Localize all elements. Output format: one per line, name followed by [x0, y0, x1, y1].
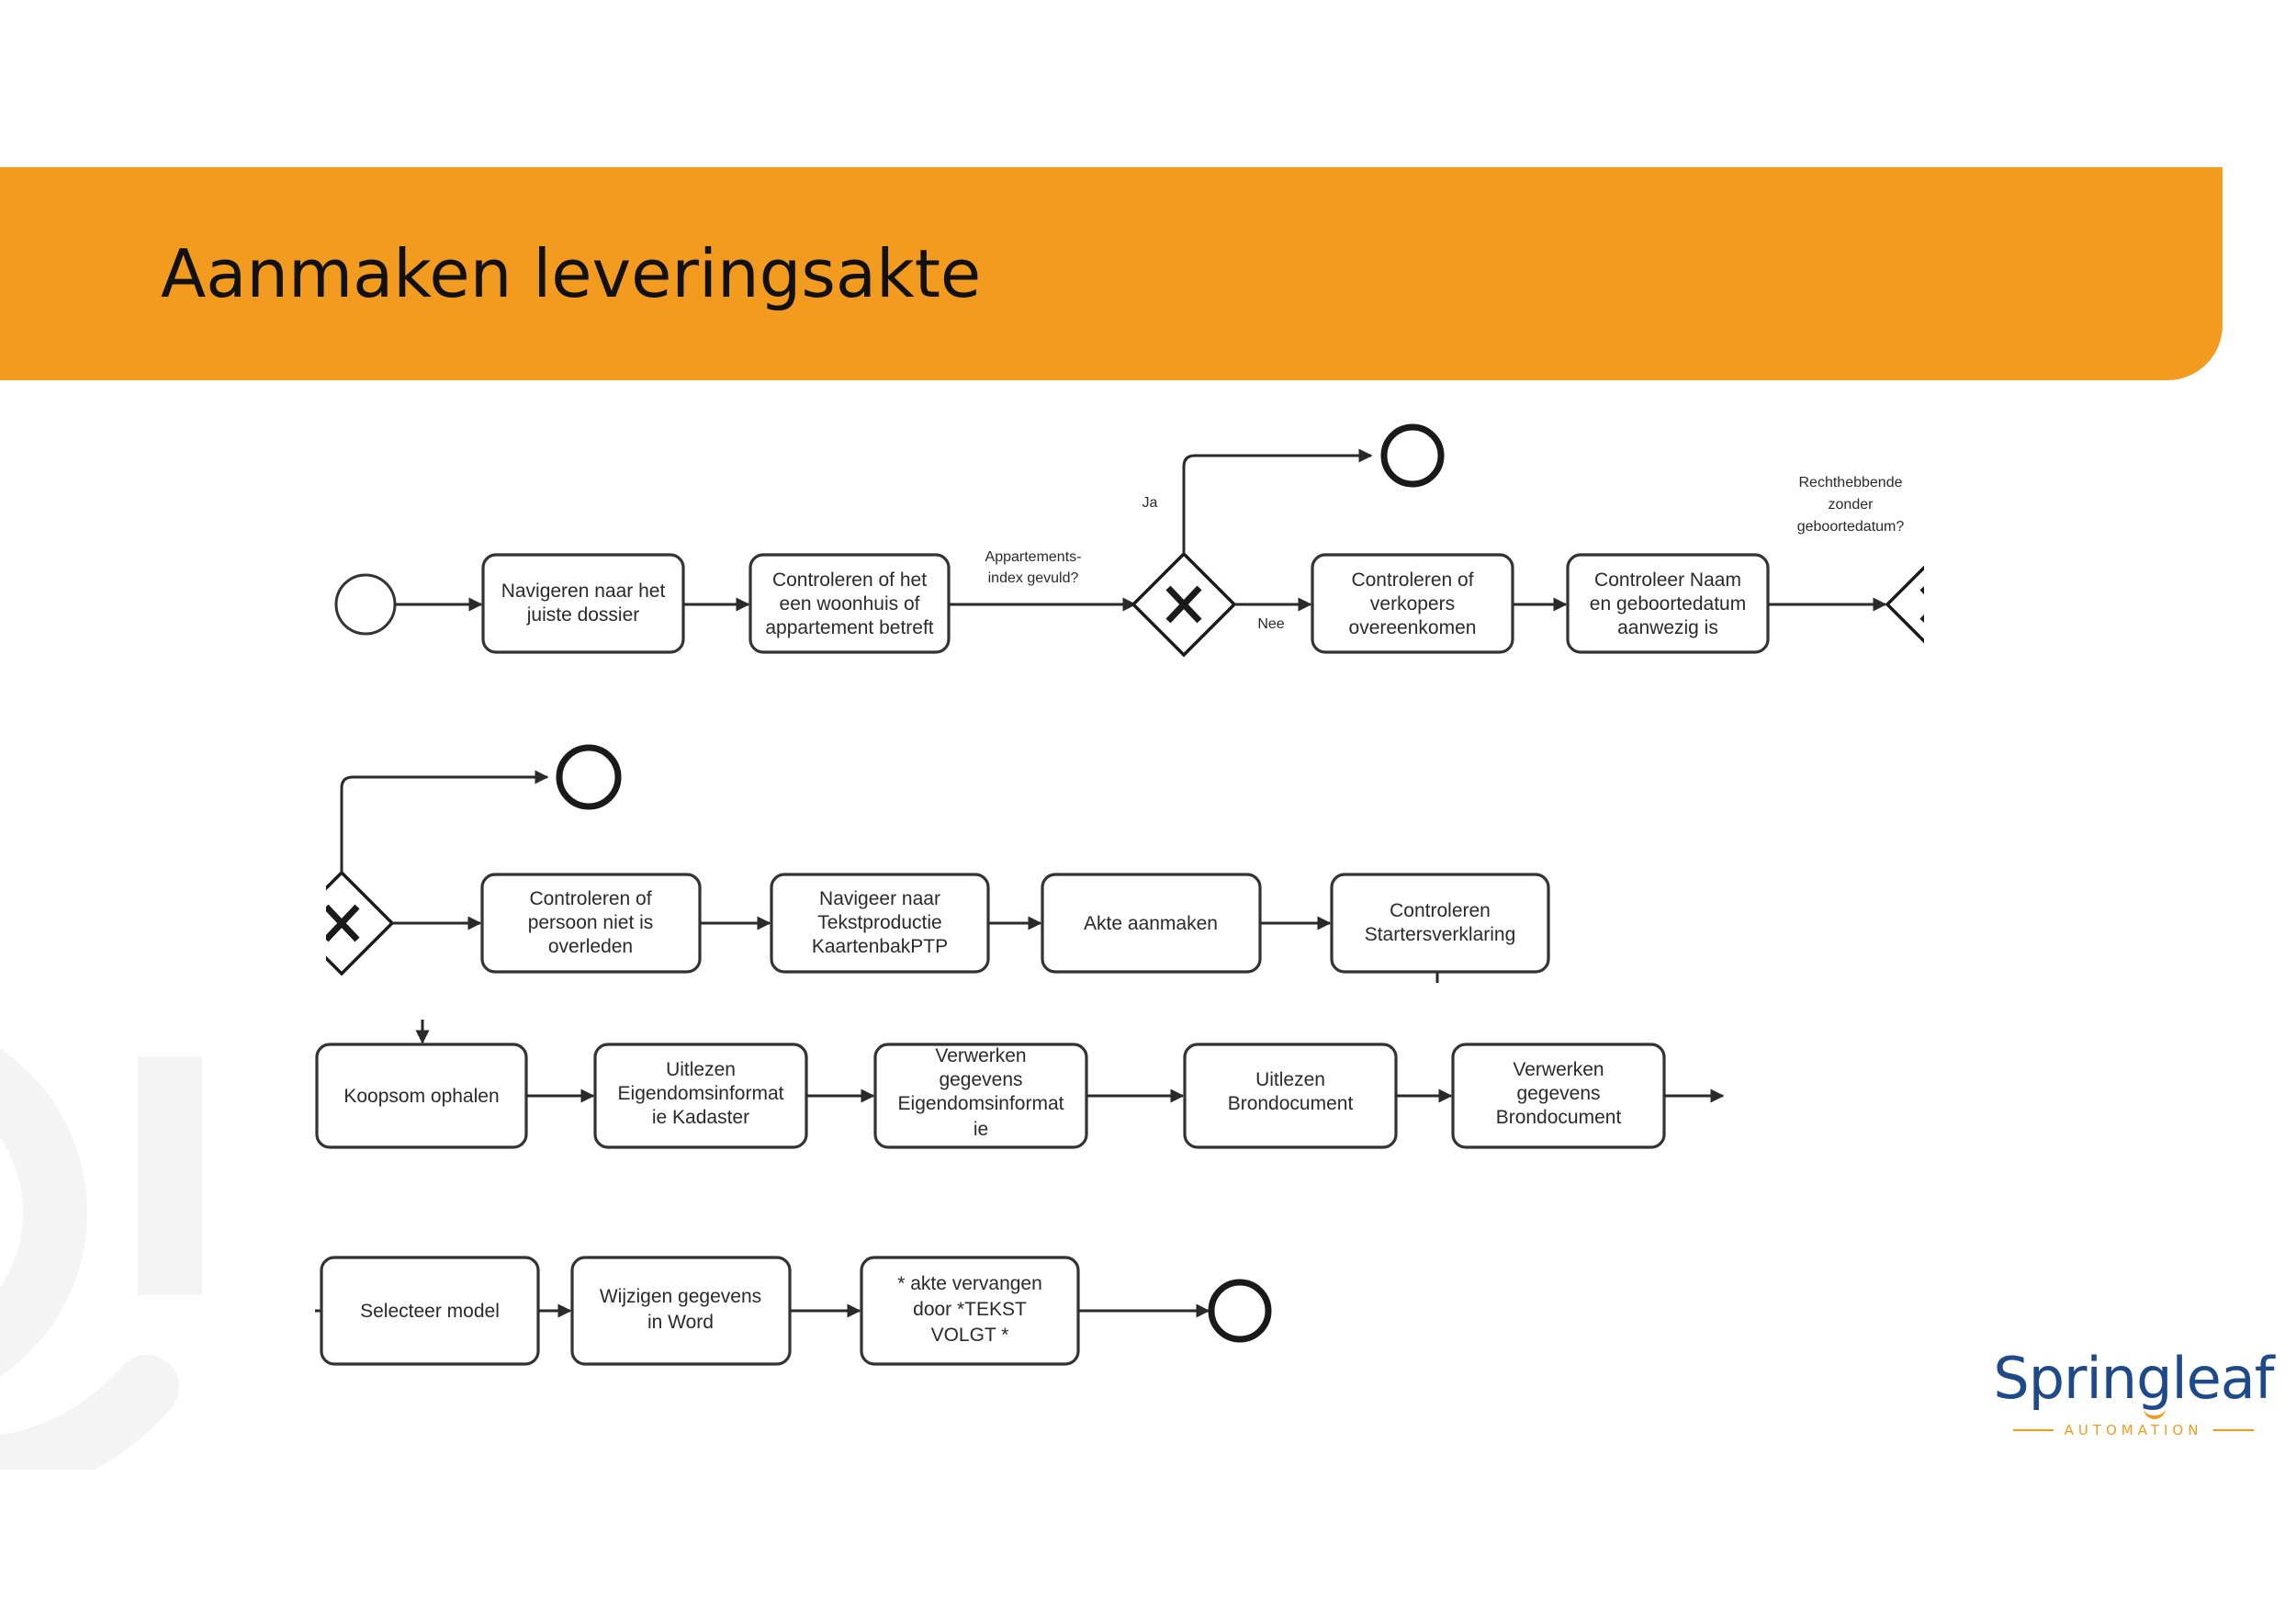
- logo-tagline: AUTOMATION: [1991, 1422, 2276, 1438]
- task-akte-vervangen-line1: * akte vervangen: [897, 1273, 1042, 1294]
- logo-wordmark: Springleaf: [1993, 1345, 2274, 1412]
- task-navigeren-dossier-line1: Navigeren naar het: [501, 581, 666, 602]
- task-navigeer-tekstproductie-line1: Navigeer naar: [819, 888, 940, 909]
- task-koopsom-ophalen-line1: Koopsom ophalen: [343, 1086, 499, 1107]
- task-controleren-verkopers-line3: overeenkomen: [1349, 617, 1477, 638]
- task-verwerken-brondocument-line2: gegevens: [1516, 1083, 1600, 1104]
- task-controleren-verkopers-line1: Controleren of: [1351, 570, 1473, 591]
- task-verwerken-eigendomsinformatie-line1: Verwerken: [935, 1045, 1026, 1066]
- task-akte-vervangen: * akte vervangen door *TEKST VOLGT *: [860, 1256, 1080, 1366]
- title-banner: [0, 167, 2223, 380]
- label-ja: Ja: [1142, 495, 1158, 511]
- task-controleren-startersverklaring: Controleren Startersverklaring: [1330, 873, 1550, 974]
- task-uitlezen-brondocument-line2: Brondocument: [1228, 1093, 1354, 1114]
- task-verwerken-eigendomsinformatie-line3: Eigendomsinformat: [898, 1093, 1064, 1114]
- task-controleren-verkopers: Controleren of verkopers overeenkomen: [1311, 553, 1514, 654]
- gateway-rechthebbende-continued: [326, 870, 395, 976]
- gateway-rechthebbende-partial: [1885, 565, 1924, 644]
- task-navigeren-dossier-line2: juiste dossier: [526, 604, 640, 626]
- task-navigeer-tekstproductie-line3: KaartenbakPTP: [812, 936, 948, 957]
- task-navigeer-tekstproductie: Navigeer naar Tekstproductie KaartenbakP…: [770, 873, 990, 974]
- task-uitlezen-kadaster-line2: Eigendomsinformat: [618, 1083, 784, 1104]
- label-appartementsindex-line2: index gevuld?: [988, 570, 1079, 586]
- task-navigeer-tekstproductie-line2: Tekstproductie: [817, 912, 941, 933]
- task-controleer-naam-line1: Controleer Naam: [1594, 570, 1741, 591]
- label-rechthebbende-line1: Rechthebbende: [1799, 475, 1903, 491]
- springleaf-logo: Springleaf AUTOMATION: [1991, 1345, 2276, 1439]
- label-appartementsindex-line1: Appartements-: [985, 549, 1082, 565]
- task-akte-aanmaken: Akte aanmaken: [1041, 873, 1262, 974]
- task-verwerken-eigendomsinformatie-line2: gegevens: [939, 1069, 1022, 1090]
- task-uitlezen-kadaster-line1: Uitlezen: [666, 1059, 736, 1080]
- slide-title: Aanmaken leveringsakte: [161, 235, 982, 312]
- task-verwerken-brondocument-line3: Brondocument: [1496, 1107, 1622, 1128]
- task-uitlezen-kadaster: Uitlezen Eigendomsinformat ie Kadaster: [593, 1043, 808, 1149]
- task-controleren-woonhuis-line2: een woonhuis of: [780, 593, 920, 615]
- task-controleren-startersverklaring-line1: Controleren: [1390, 900, 1491, 921]
- task-selecteer-model-line1: Selecteer model: [360, 1301, 500, 1322]
- task-verwerken-brondocument: Verwerken gegevens Brondocument: [1451, 1043, 1666, 1149]
- task-controleren-overleden-line2: persoon niet is: [528, 912, 654, 933]
- task-selecteer-model: Selecteer model: [320, 1256, 540, 1366]
- end-event-final: [1208, 1279, 1272, 1343]
- task-akte-vervangen-line2: door *TEKST: [913, 1299, 1027, 1320]
- task-controleer-naam-line3: aanwezig is: [1617, 617, 1718, 638]
- task-navigeren-dossier: Navigeren naar het juiste dossier: [481, 553, 685, 654]
- start-event: [334, 573, 397, 636]
- task-controleren-woonhuis-line1: Controleren of het: [772, 570, 927, 591]
- label-nee: Nee: [1257, 616, 1284, 632]
- gateway-appartementsindex: [1131, 551, 1237, 658]
- task-wijzigen-word-line2: in Word: [647, 1312, 714, 1333]
- task-controleren-startersverklaring-line2: Startersverklaring: [1365, 924, 1516, 945]
- springleaf-watermark-icon: [0, 1048, 202, 1470]
- task-controleer-naam-line2: en geboortedatum: [1590, 593, 1746, 615]
- task-controleren-overleden-line3: overleden: [548, 936, 633, 957]
- task-akte-vervangen-line3: VOLGT *: [931, 1325, 1009, 1346]
- task-uitlezen-brondocument-line1: Uitlezen: [1255, 1069, 1325, 1090]
- task-controleren-verkopers-line2: verkopers: [1370, 593, 1455, 615]
- task-verwerken-eigendomsinformatie: Verwerken gegevens Eigendomsinformat ie: [873, 1043, 1088, 1149]
- end-event-ja: [1380, 423, 1445, 488]
- task-uitlezen-kadaster-line3: ie Kadaster: [652, 1107, 749, 1128]
- task-verwerken-eigendomsinformatie-line4: ie: [974, 1119, 988, 1140]
- task-controleer-naam: Controleer Naam en geboortedatum aanwezi…: [1566, 553, 1770, 654]
- end-event-rechthebbende: [556, 744, 622, 810]
- task-koopsom-ophalen: Koopsom ophalen: [315, 1043, 528, 1149]
- task-wijzigen-word-line1: Wijzigen gegevens: [600, 1286, 761, 1307]
- task-wijzigen-word: Wijzigen gegevens in Word: [570, 1256, 792, 1366]
- task-controleren-woonhuis-line3: appartement betreft: [765, 617, 933, 638]
- label-rechthebbende-line3: geboortedatum?: [1797, 519, 1905, 535]
- task-akte-aanmaken-line1: Akte aanmaken: [1084, 913, 1218, 934]
- task-controleren-woonhuis: Controleren of het een woonhuis of appar…: [748, 553, 951, 654]
- task-controleren-overleden: Controleren of persoon niet is overleden: [480, 873, 702, 974]
- task-controleren-overleden-line1: Controleren of: [529, 888, 651, 909]
- task-uitlezen-brondocument: Uitlezen Brondocument: [1183, 1043, 1398, 1149]
- task-verwerken-brondocument-line1: Verwerken: [1513, 1059, 1604, 1080]
- label-rechthebbende-line2: zonder: [1829, 497, 1874, 513]
